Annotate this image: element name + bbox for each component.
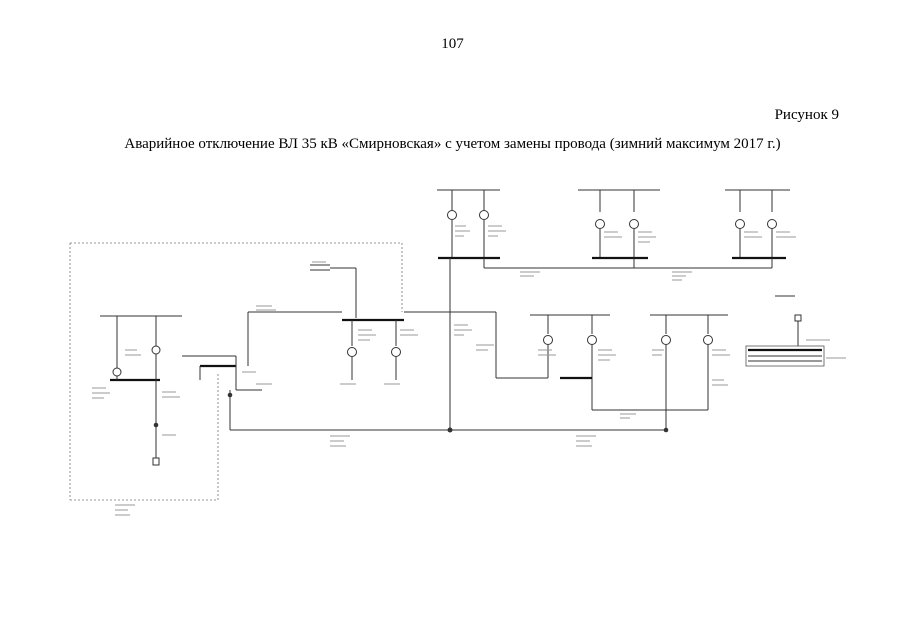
substation-group-top-left xyxy=(437,189,506,260)
substation-group-far-right xyxy=(745,295,846,367)
generator-icon xyxy=(629,219,639,229)
node-dot xyxy=(227,392,233,398)
substation-group-middle-right xyxy=(495,314,616,410)
generator-icon xyxy=(479,210,489,220)
generator-icon xyxy=(447,210,457,220)
substation-group-center-left xyxy=(182,305,342,430)
substation-group-top-middle xyxy=(578,189,660,260)
substation-group-right xyxy=(592,314,730,433)
substation-group-left xyxy=(92,315,182,466)
generator-icon xyxy=(543,335,553,345)
line-left-loop xyxy=(69,242,403,516)
figure-label: Рисунок 9 xyxy=(774,107,839,123)
terminal-icon xyxy=(152,457,160,466)
terminal-icon xyxy=(794,314,802,322)
generator-icon xyxy=(151,345,161,355)
line-labels-central xyxy=(454,324,494,351)
generator-icon xyxy=(595,219,605,229)
generator-icon xyxy=(703,335,713,345)
node-dot xyxy=(153,422,159,428)
figure-caption: Аварийное отключение ВЛ 35 кВ «Смирновск… xyxy=(124,136,781,152)
generator-icon xyxy=(587,335,597,345)
generator-icon xyxy=(112,367,122,377)
line-bottom xyxy=(230,429,666,447)
line-top xyxy=(483,258,773,281)
substation-group-center xyxy=(310,261,450,385)
generator-icon xyxy=(347,347,357,357)
generator-icon xyxy=(767,219,777,229)
generator-icon xyxy=(391,347,401,357)
generator-icon xyxy=(661,335,671,345)
generator-icon xyxy=(735,219,745,229)
page-number: 107 xyxy=(441,36,464,52)
substation-group-top-right xyxy=(725,189,796,260)
